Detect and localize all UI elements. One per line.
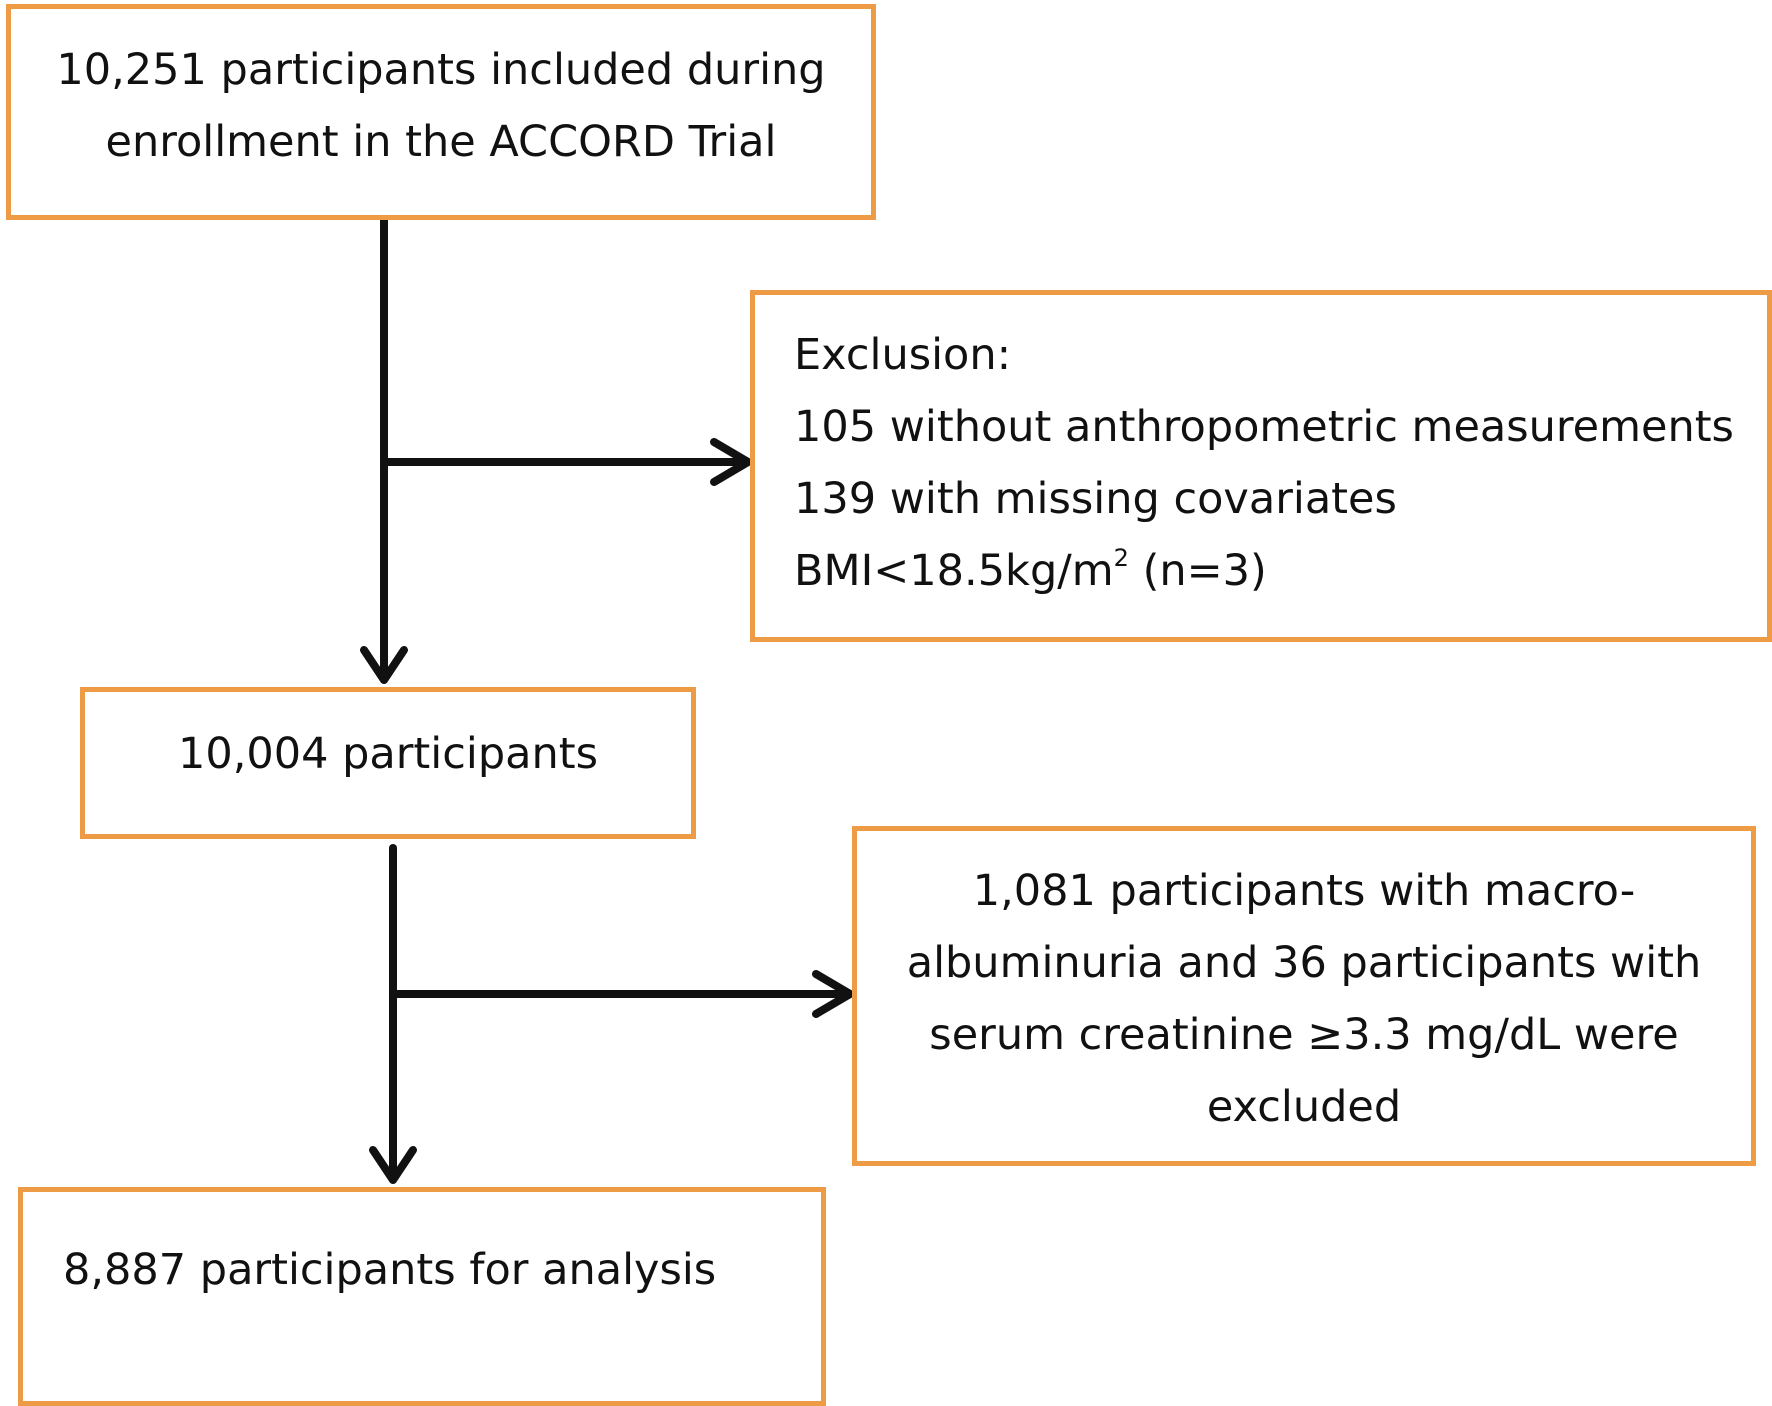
bmi-prefix: BMI<18.5kg/m xyxy=(794,546,1114,596)
branch-arrow-2-head xyxy=(812,970,854,1018)
main-arrow-2-head xyxy=(369,1146,417,1184)
exclusion-2-line-4: excluded xyxy=(1206,1082,1402,1132)
exclusion-box-1: Exclusion: 105 without anthropometric me… xyxy=(750,290,1772,642)
exclusion-box-2: 1,081 participants with macro- albuminur… xyxy=(852,826,1756,1166)
exclusion-2-line-3: serum creatinine ≥3.3 mg/dL were xyxy=(929,1010,1679,1060)
enrollment-line-1: 10,251 participants included during xyxy=(56,45,826,95)
exclusion-1-bmi-line: BMI<18.5kg/m2 (n=3) xyxy=(794,535,1767,607)
analysis-line: 8,887 participants for analysis xyxy=(63,1245,717,1295)
exclusion-2-line-1: 1,081 participants with macro- xyxy=(972,866,1636,916)
analysis-box: 8,887 participants for analysis xyxy=(18,1187,826,1406)
exclusion-2-line-2: albuminuria and 36 participants with xyxy=(906,938,1702,988)
exclusion-1-line-2: 139 with missing covariates xyxy=(794,474,1397,524)
exclusion-1-line-1: 105 without anthropometric measurements xyxy=(794,402,1734,452)
remaining-participants-box: 10,004 participants xyxy=(80,687,696,839)
branch-arrow-1-head xyxy=(710,438,752,486)
enrollment-line-2: enrollment in the ACCORD Trial xyxy=(105,117,777,167)
enrollment-box: 10,251 participants included during enro… xyxy=(6,4,876,220)
exclusion-heading: Exclusion: xyxy=(794,330,1012,380)
main-arrow-1-head xyxy=(360,646,408,684)
bmi-superscript: 2 xyxy=(1113,543,1129,572)
bmi-suffix: (n=3) xyxy=(1128,546,1267,596)
remaining-participants-line: 10,004 participants xyxy=(177,729,598,779)
